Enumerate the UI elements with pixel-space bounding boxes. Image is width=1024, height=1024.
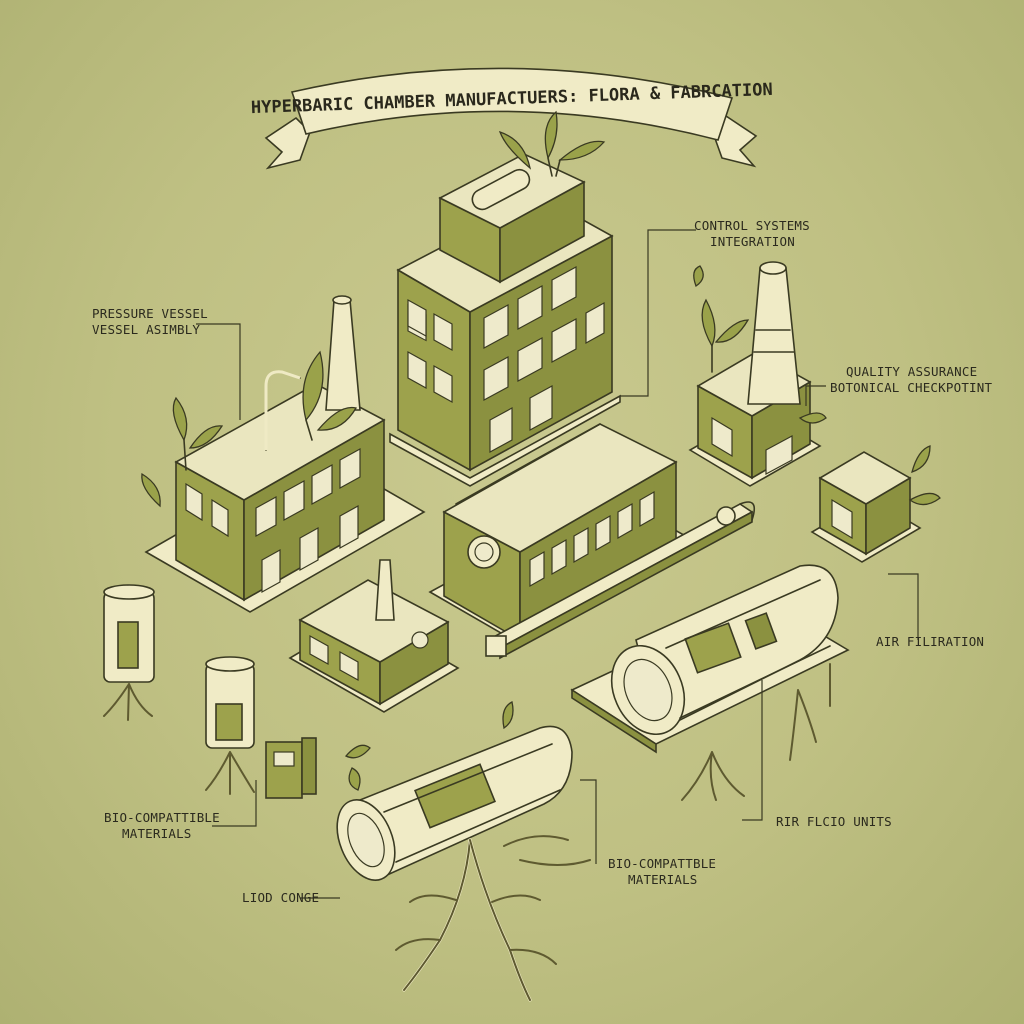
specimen-jar-2 <box>205 656 255 795</box>
label-quality-assurance-1: QUALITY ASSURANCE <box>846 364 977 379</box>
pressure-vessel-factory <box>141 295 426 613</box>
central-fabrication-factory <box>428 423 756 660</box>
label-biocompat-left-1: BIO-COMPATTIBLE <box>104 810 220 825</box>
label-pressure-vessel-2: VESSEL ASIMBLY <box>92 322 200 337</box>
leader-lines <box>196 229 919 899</box>
label-air-filtration: AIR FILIRATION <box>876 634 984 649</box>
label-biocompat-right-1: BIO-COMPATTBLE <box>608 856 716 871</box>
labels: CONTROL SYSTEMS INTEGRATION PRESSURE VES… <box>92 218 993 905</box>
label-quality-assurance-2: BOTONICAL CHECKPOTINT <box>830 380 993 395</box>
label-control-systems-2: INTEGRATION <box>710 234 795 249</box>
air-filtration-module <box>810 445 941 563</box>
component-workshop <box>288 559 460 713</box>
rir-chamber-platform <box>570 564 850 801</box>
label-hod-congee: LIOD CONGE <box>242 890 319 905</box>
label-biocompat-right-2: MATERIALS <box>628 872 698 887</box>
quality-assurance-building <box>688 261 827 487</box>
label-rir-units: RIR FLCIO UNITS <box>776 814 892 829</box>
control-box <box>265 737 371 799</box>
label-control-systems-1: CONTROL SYSTEMS <box>694 218 810 233</box>
label-pressure-vessel-1: PRESSURE VESSEL <box>92 306 208 321</box>
label-biocompat-left-2: MATERIALS <box>122 826 192 841</box>
chamber-roots <box>395 835 591 1002</box>
specimen-jar-1 <box>103 584 155 721</box>
title-banner: HYPERBARIC CHAMBER MANUFACTUERS: FLORA &… <box>251 67 773 170</box>
control-systems-tower <box>389 110 621 487</box>
hod-chamber <box>336 701 591 1002</box>
